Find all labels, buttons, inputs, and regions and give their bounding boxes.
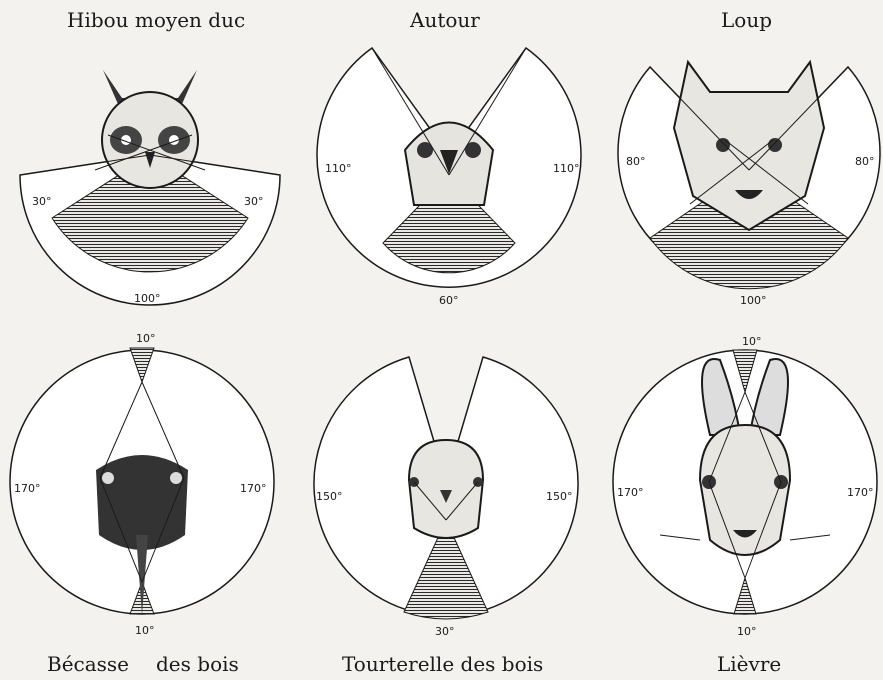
goshawk-panel xyxy=(317,48,581,287)
owl-bottom-label: 100° xyxy=(134,292,161,305)
hare-bottom-label: 10° xyxy=(737,625,757,638)
wolf-panel xyxy=(618,62,880,289)
owl-title: Hibou moyen duc xyxy=(67,8,245,32)
wolf-title: Loup xyxy=(721,8,772,32)
goshawk-title: Autour xyxy=(410,8,480,32)
hare-title: Lièvre xyxy=(717,652,781,676)
woodcock-title-left: Bécasse xyxy=(47,652,129,676)
turtle-dove-side-label-right: 150° xyxy=(546,490,573,503)
turtle-dove-title: Tourterelle des bois xyxy=(342,652,543,676)
goshawk-side-label-right: 110° xyxy=(553,162,580,175)
wolf-side-label-right: 80° xyxy=(855,155,875,168)
wolf-side-label-left: 80° xyxy=(626,155,646,168)
hare-side-label-left: 170° xyxy=(617,486,644,499)
hare-side-label-right: 170° xyxy=(847,486,874,499)
goshawk-bottom-label: 60° xyxy=(439,294,459,307)
hare-top-label: 10° xyxy=(742,335,762,348)
woodcock-panel xyxy=(10,348,274,615)
turtle-dove-panel xyxy=(314,357,578,619)
goshawk-side-label-left: 110° xyxy=(325,162,352,175)
woodcock-side-label-left: 170° xyxy=(14,482,41,495)
turtle-dove-bottom-label: 30° xyxy=(435,625,455,638)
owl-panel xyxy=(20,70,280,305)
woodcock-title-right: des bois xyxy=(156,652,239,676)
owl-side-label-right: 30° xyxy=(244,195,264,208)
woodcock-bottom-label: 10° xyxy=(135,624,155,637)
hare-panel xyxy=(613,350,877,614)
woodcock-side-label-right: 170° xyxy=(240,482,267,495)
goshawk-icon xyxy=(405,123,493,206)
turtle-dove-side-label-left: 150° xyxy=(316,490,343,503)
wolf-bottom-label: 100° xyxy=(740,294,767,307)
owl-icon xyxy=(102,70,198,188)
owl-side-label-left: 30° xyxy=(32,195,52,208)
woodcock-top-label: 10° xyxy=(136,332,156,345)
